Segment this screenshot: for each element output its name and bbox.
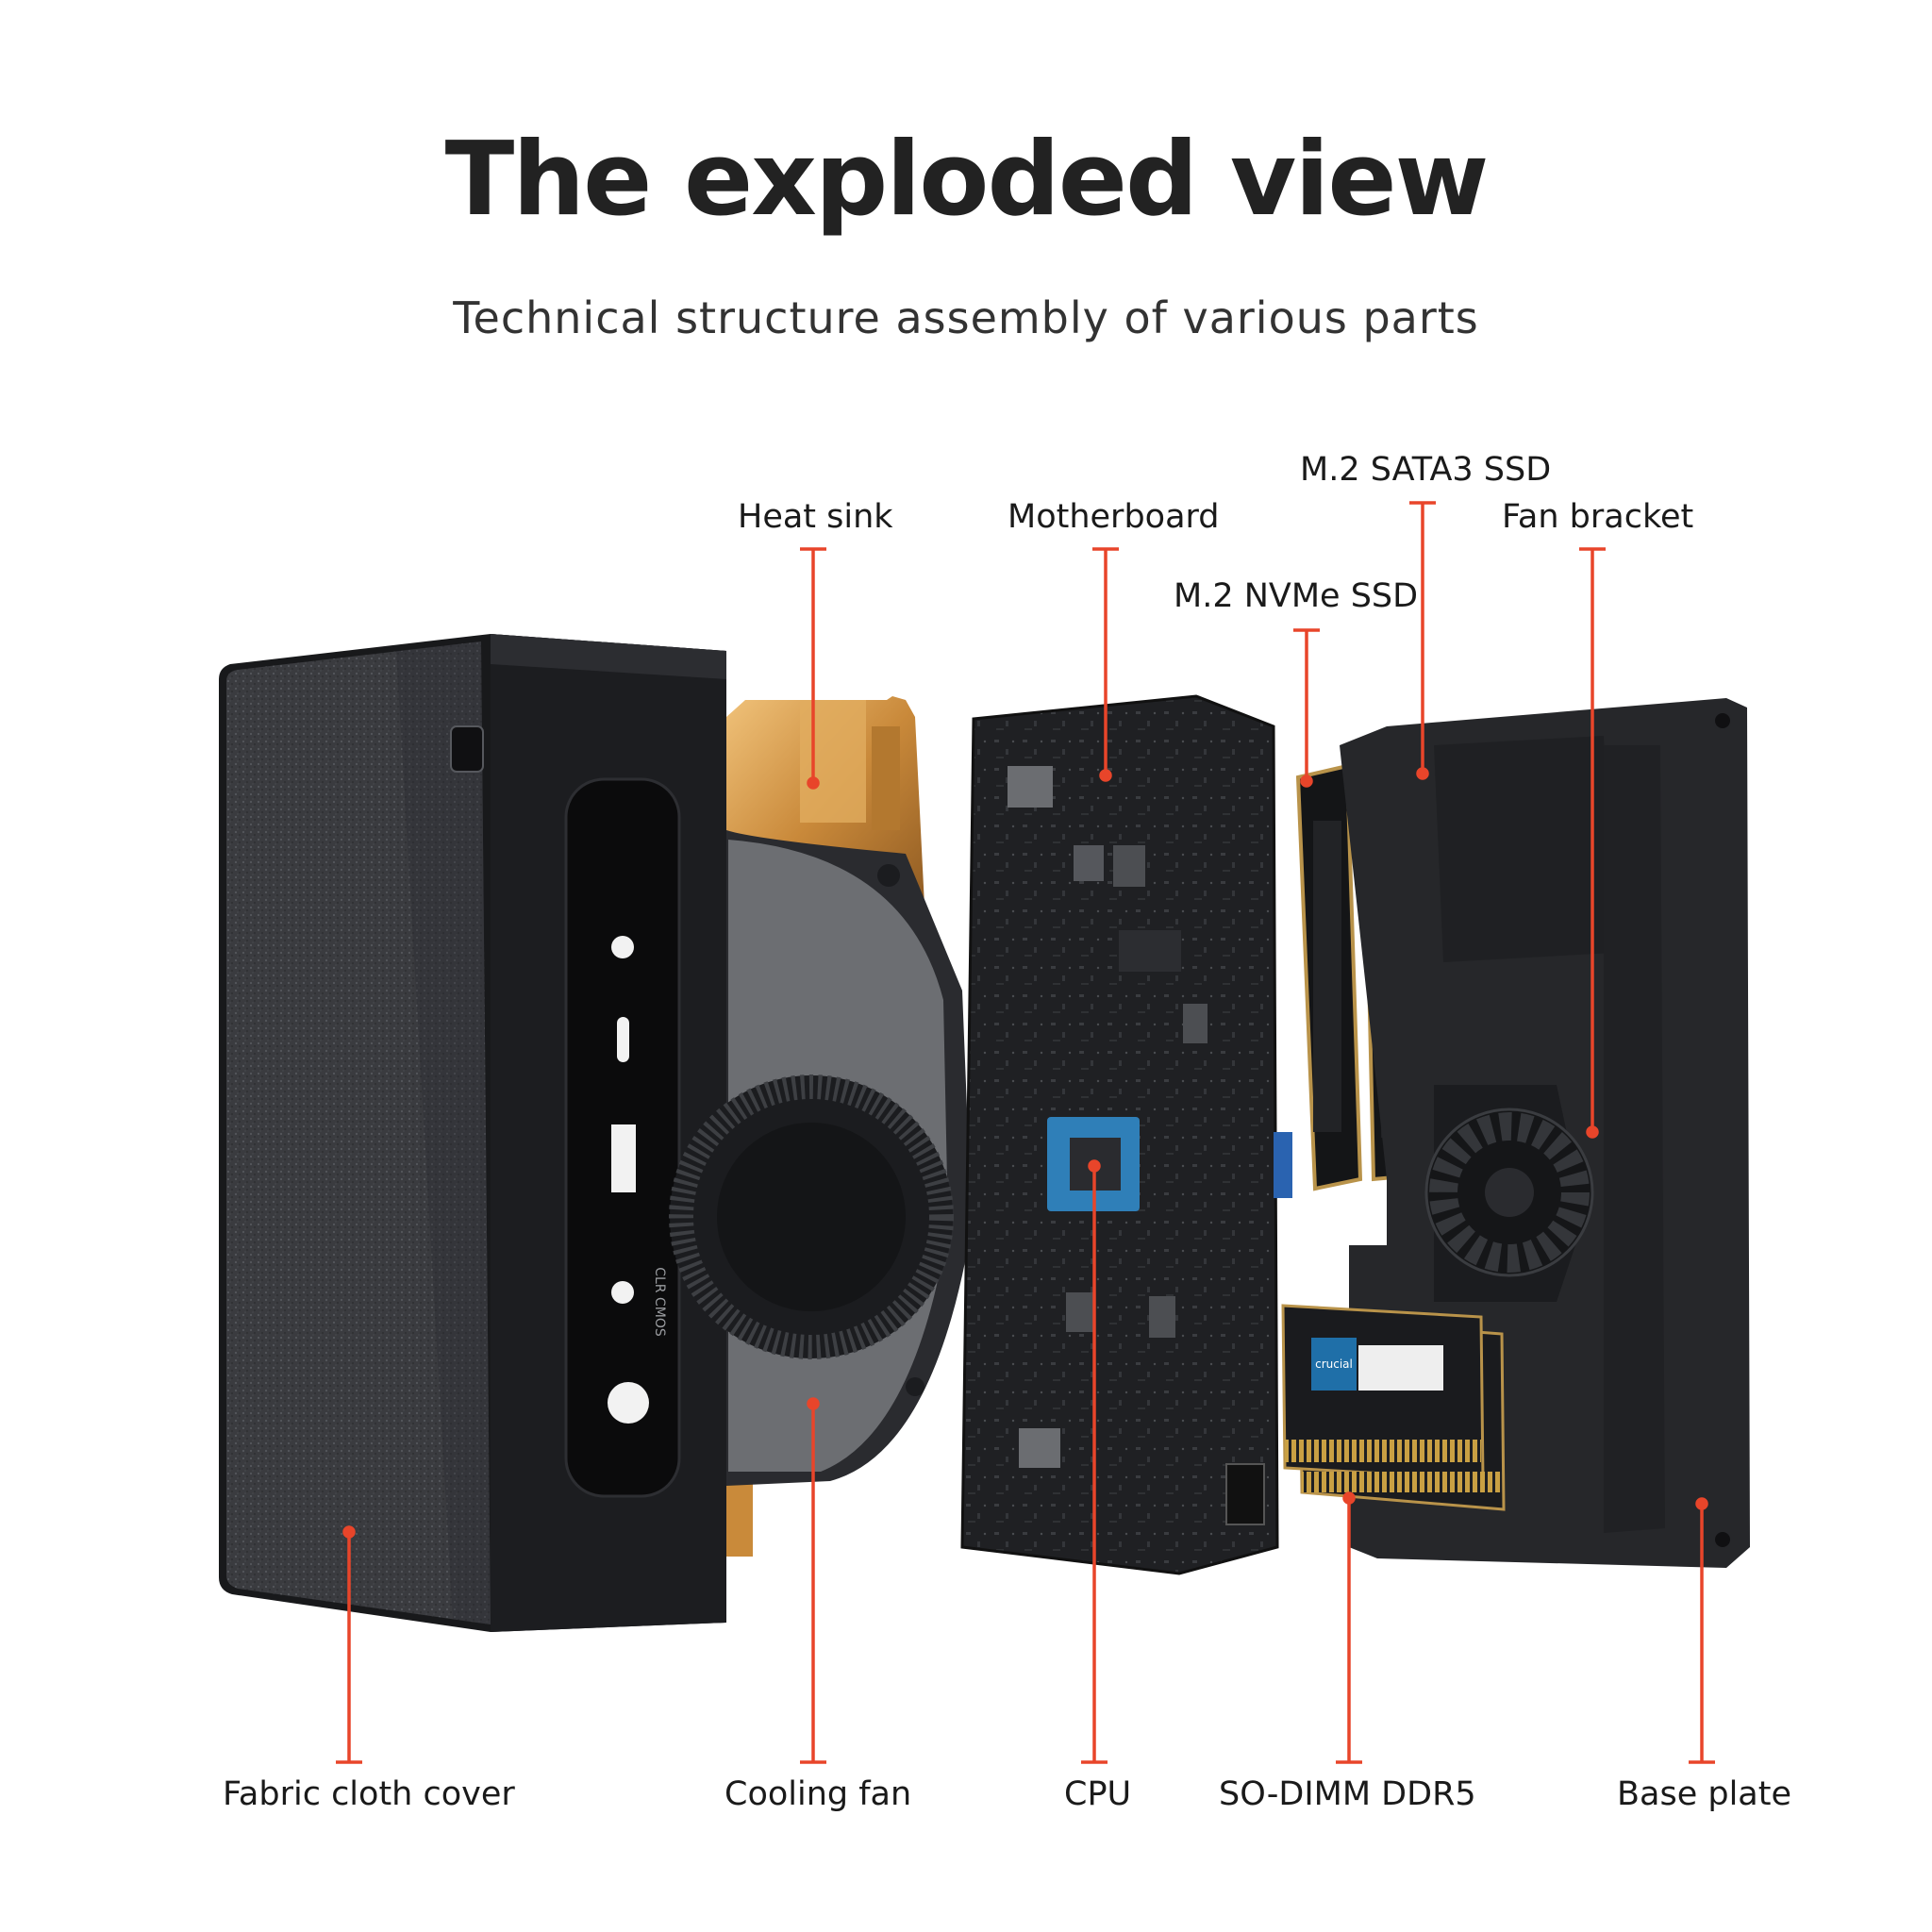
leader-cooling-fan — [800, 1397, 826, 1764]
page-subtitle: Technical structure assembly of various … — [453, 292, 1479, 343]
label-cooling-fan: Cooling fan — [724, 1775, 912, 1813]
label-heat-sink: Heat sink — [738, 498, 893, 536]
label-fan-bracket: Fan bracket — [1502, 498, 1694, 536]
leader-so-dimm-ddr5 — [1336, 1491, 1362, 1764]
fan-bracket-part — [1424, 1085, 1594, 1302]
label-cpu: CPU — [1064, 1775, 1132, 1813]
m2-nvme-ssd-part — [1295, 763, 1363, 1191]
leader-m2-sata3-ssd — [1409, 501, 1436, 780]
leader-motherboard — [1092, 547, 1119, 782]
leader-m2-nvme-ssd — [1293, 628, 1320, 788]
leader-heat-sink — [800, 547, 826, 790]
leader-base-plate — [1689, 1497, 1715, 1764]
leader-cpu — [1081, 1159, 1108, 1764]
label-motherboard: Motherboard — [1008, 498, 1220, 536]
leader-fan-bracket — [1579, 547, 1606, 1139]
clr-cmos-label: CLR CMOS — [652, 1267, 667, 1337]
label-m2-sata3-ssd: M.2 SATA3 SSD — [1300, 451, 1552, 489]
label-base-plate: Base plate — [1617, 1775, 1791, 1813]
label-fabric-cloth-cover: Fabric cloth cover — [223, 1775, 515, 1813]
ram-brand-text: crucial — [1315, 1357, 1353, 1371]
fabric-cloth-cover-case: CLR CMOS — [219, 634, 726, 1632]
page-title: The exploded view — [444, 121, 1490, 239]
leader-fabric-cloth-cover — [336, 1525, 362, 1764]
label-m2-nvme-ssd: M.2 NVMe SSD — [1174, 577, 1419, 615]
so-dimm-ddr5-part: crucial — [1281, 1304, 1506, 1511]
cooling-fan-part — [669, 830, 972, 1486]
label-so-dimm-ddr5: SO-DIMM DDR5 — [1219, 1775, 1476, 1813]
motherboard-part — [960, 694, 1292, 1575]
